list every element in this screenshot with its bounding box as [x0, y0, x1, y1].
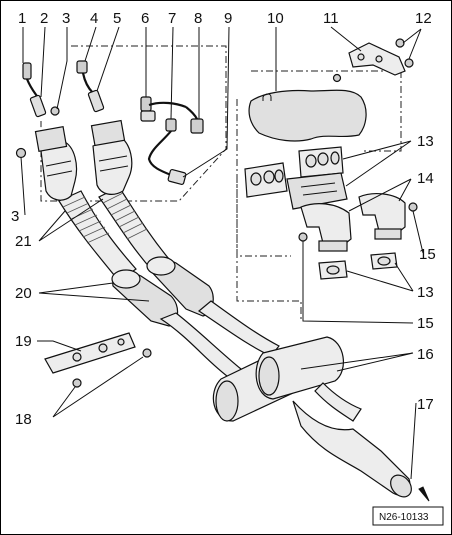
callout-2: 2 — [40, 10, 48, 27]
callout-17: 17 — [417, 396, 434, 413]
nut-15-right — [408, 202, 418, 212]
bracket — [348, 42, 406, 76]
callout-16: 16 — [417, 346, 434, 363]
leader-lines — [20, 26, 424, 480]
nut-12-b — [404, 58, 414, 68]
nut-15-left — [298, 232, 308, 242]
callout-3-top: 3 — [62, 10, 70, 27]
manifold-gasket-left — [244, 162, 288, 198]
manifold-gasket-right — [298, 146, 344, 178]
tail-pipe — [292, 382, 412, 498]
callout-13-bottom: 13 — [417, 284, 434, 301]
callout-19: 19 — [15, 333, 32, 350]
callout-15-right: 15 — [419, 246, 436, 263]
rear-muffler-right — [255, 336, 344, 400]
nut-heat-shield — [332, 73, 342, 83]
oxygen-sensor-4 — [76, 60, 94, 94]
callout-13-top: 13 — [417, 133, 434, 150]
callout-11: 11 — [323, 10, 339, 27]
oxygen-sensor-9 — [167, 168, 187, 186]
oxygen-sensor-6 — [140, 96, 187, 122]
mounting-bracket — [44, 332, 136, 374]
callout-12: 12 — [415, 10, 432, 27]
manifold-heat-plate — [286, 172, 348, 210]
callout-7: 7 — [168, 10, 176, 27]
nut-3-upper — [50, 106, 60, 116]
callout-3-left: 3 — [11, 208, 19, 225]
nut-3-left — [15, 147, 27, 159]
reference-code-box — [372, 506, 444, 526]
direction-arrow — [418, 486, 430, 502]
callout-21: 21 — [15, 233, 32, 250]
reference-code: N26-10133 — [379, 512, 429, 523]
callout-4: 4 — [90, 10, 98, 27]
nut-18-b — [142, 348, 152, 358]
oxygen-sensor-1 — [22, 62, 40, 100]
oxygen-sensor-2 — [29, 94, 47, 118]
oxygen-sensor-7 — [147, 118, 177, 177]
exhaust-manifold-right — [358, 193, 406, 240]
nut-12-a — [395, 38, 405, 48]
heat-shield — [248, 89, 367, 142]
pre-catalyst-left — [34, 126, 78, 201]
exhaust-manifold-left — [300, 203, 352, 252]
callout-18: 18 — [15, 411, 32, 428]
callout-20: 20 — [15, 285, 32, 302]
callout-6: 6 — [141, 10, 149, 27]
assembly-outline-right — [236, 70, 402, 321]
callout-5: 5 — [113, 10, 121, 27]
callout-10: 10 — [267, 10, 284, 27]
callout-1: 1 — [18, 10, 26, 27]
pre-catalyst-right — [90, 119, 133, 195]
callout-14: 14 — [417, 170, 434, 187]
callout-15-bottom: 15 — [417, 315, 434, 332]
center-pipe-right — [197, 300, 280, 357]
oxygen-sensor-5 — [87, 89, 105, 113]
oxygen-sensor-8 — [185, 106, 204, 134]
nut-18-a — [72, 378, 82, 388]
callout-8: 8 — [194, 10, 202, 27]
callout-9: 9 — [224, 10, 232, 27]
